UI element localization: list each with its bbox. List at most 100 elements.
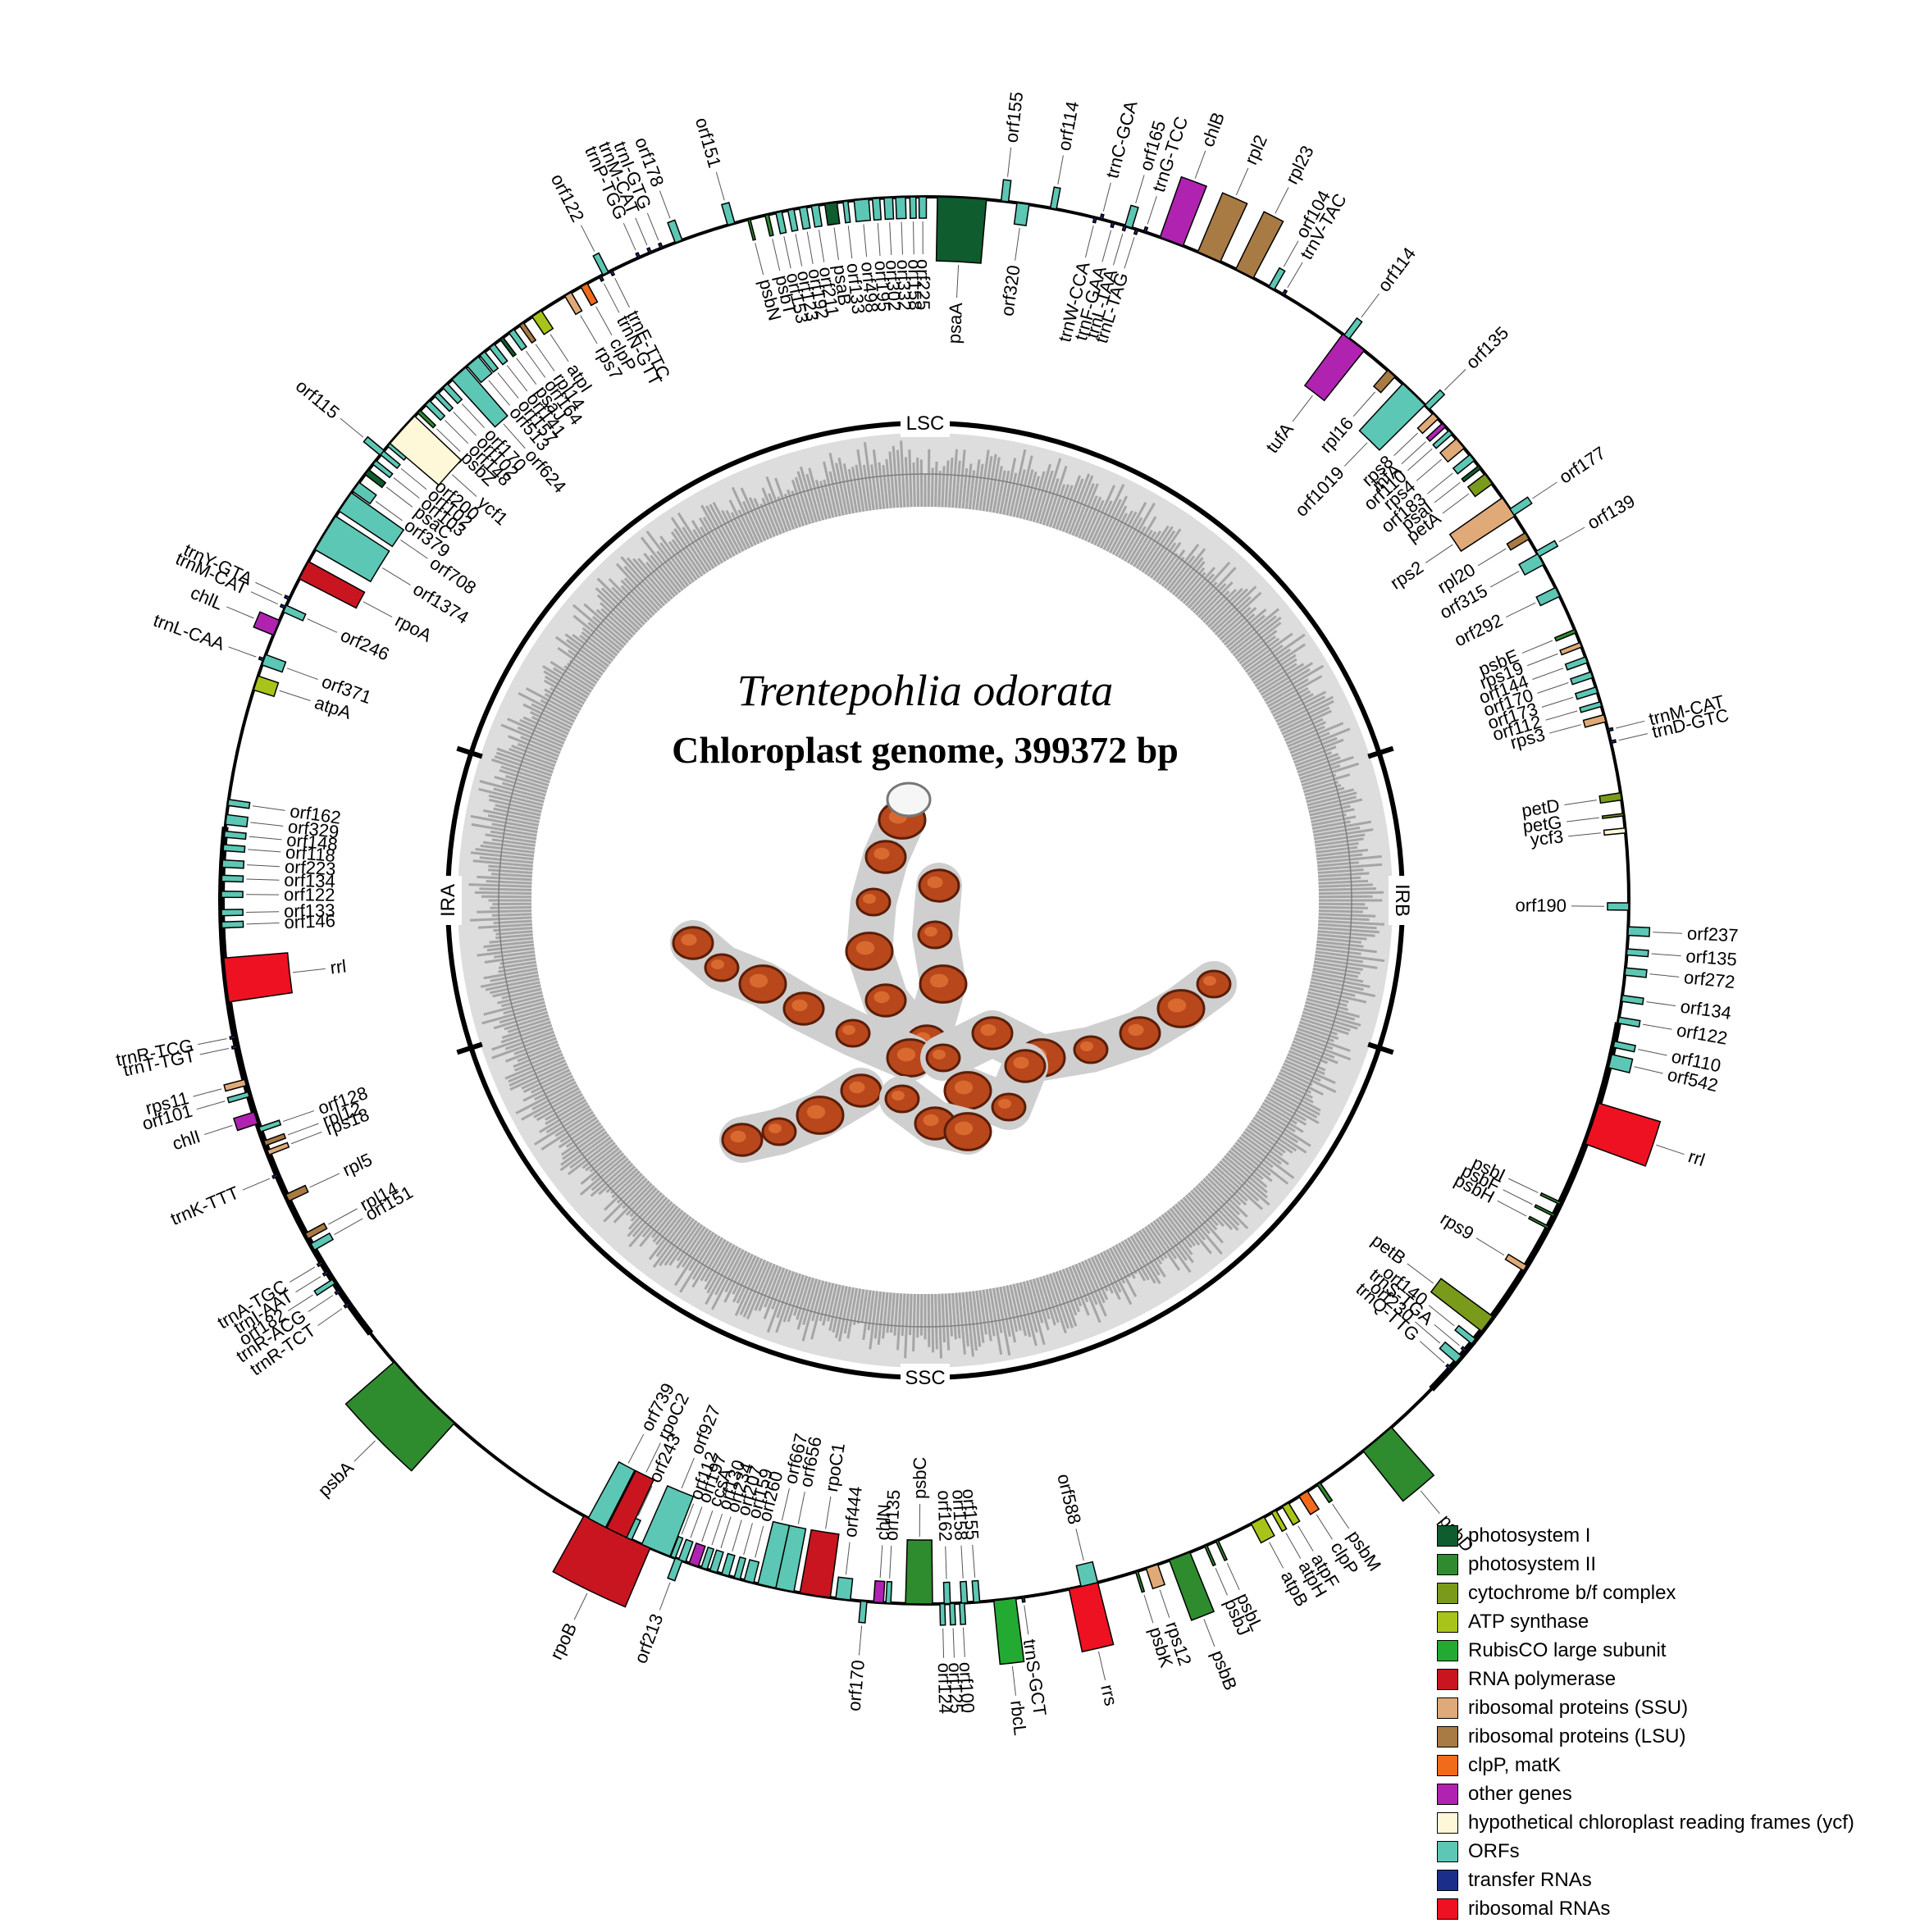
legend-label: ribosomal proteins (LSU) (1468, 1725, 1686, 1747)
gene-label: orf332 (893, 259, 915, 311)
gene-label: orf302 (882, 259, 905, 312)
gene-trnL-CAA: trnL-CAA (151, 610, 266, 662)
gene-orf118: orf118 (222, 841, 336, 866)
legend-item: ORFs (1437, 1837, 1920, 1866)
gene-label: orf1019 (1291, 462, 1348, 521)
gene-label: petG (1521, 812, 1562, 837)
gene-label: orf162 (934, 1490, 956, 1542)
gene-label: orf114 (1054, 99, 1083, 152)
legend-item: cytochrome b/f complex (1437, 1579, 1920, 1607)
legend-label: clpP, matK (1468, 1753, 1561, 1776)
gene-label: chlI (170, 1126, 203, 1154)
legend-item: photosystem I (1437, 1521, 1920, 1550)
gene-chlB: chlB (1159, 110, 1229, 247)
genome-size-title: Chloroplast genome, 399372 bp (672, 729, 1179, 771)
gene-label: orf190 (1515, 895, 1567, 916)
gene-label: orf927 (686, 1402, 725, 1457)
region-label-irb: IRB (1389, 876, 1416, 925)
gene-orf151: orf151 (310, 1182, 417, 1251)
gene-label: orf100 (955, 1661, 978, 1714)
gene-rrs: rrs (1068, 1581, 1121, 1708)
svg-text:IRA: IRA (437, 884, 459, 917)
gene-orf444: orf444 (835, 1485, 866, 1601)
gene-chlN: chlN (872, 1504, 895, 1604)
gene-orf135: orf135 (881, 1489, 904, 1604)
legend-item: ribosomal proteins (SSU) (1437, 1693, 1920, 1722)
gene-label: orf125 (945, 1662, 967, 1714)
gene-label: rbcL (1006, 1699, 1031, 1736)
gene-ycf3: ycf3 (1530, 826, 1626, 850)
legend-label: RNA polymerase (1468, 1667, 1617, 1690)
gene-orf498: orf498 (853, 198, 882, 313)
gene-label: rrl (329, 956, 347, 978)
legend-item: transfer RNAs (1437, 1866, 1920, 1894)
legend-item: ATP synthase (1437, 1607, 1920, 1636)
legend-swatch (1437, 1553, 1458, 1575)
gene-orf114: orf114 (1049, 99, 1083, 210)
legend-item: RNA polymerase (1437, 1665, 1920, 1693)
gene-psaA: psaA (935, 196, 987, 344)
gene-orf139: orf139 (1535, 490, 1639, 558)
legend-item: ribosomal RNAs (1437, 1894, 1920, 1923)
gene-label: chlB (1197, 110, 1229, 150)
legend-swatch (1437, 1524, 1458, 1547)
gene-label: orf139 (1584, 490, 1639, 533)
gene-label: orf118 (285, 841, 335, 865)
gene-rpoB: rpoB (545, 1515, 651, 1663)
gene-label: orf114 (1374, 244, 1420, 296)
gene-orf588: orf588 (1053, 1472, 1099, 1588)
legend-swatch (1437, 1725, 1458, 1747)
gene-label: orf444 (840, 1485, 866, 1538)
gene-label: rpl2 (1240, 132, 1271, 168)
gene-orf237: orf237 (1627, 923, 1739, 945)
gene-label: psbB (1207, 1647, 1241, 1693)
gene-orf155: orf155 (959, 1488, 983, 1603)
gene-label: orf151 (691, 115, 725, 170)
gene-rrl: rrl (223, 952, 347, 1003)
algae-micrograph (670, 781, 1237, 1163)
gene-orf272: orf272 (1624, 967, 1736, 992)
legend-label: cytochrome b/f complex (1468, 1581, 1676, 1604)
gene-orf135: orf135 (1626, 945, 1738, 970)
gene-label: rrl (1685, 1146, 1707, 1170)
gene-label: orf246 (337, 625, 392, 665)
gene-orf122: orf122 (1617, 1016, 1729, 1049)
gene-label: trnL-CAA (151, 610, 228, 655)
gene-orf148: orf148 (223, 829, 339, 854)
legend-label: ATP synthase (1468, 1610, 1589, 1633)
gene-label: orf320 (996, 264, 1024, 317)
gene-chlL: chlL (188, 582, 280, 636)
gene-label: orf158 (948, 1489, 971, 1542)
gene-label: psbA (314, 1457, 358, 1501)
gene-orf124: orf124 (934, 1602, 955, 1714)
gene-orf195: orf195 (870, 197, 895, 312)
gene-orf246: orf246 (282, 604, 393, 665)
gene-orf223: orf223 (221, 856, 336, 879)
gene-petG: petG (1521, 812, 1625, 837)
gene-label: orf177 (1555, 442, 1609, 487)
gene-psbA: psbA (314, 1360, 455, 1501)
legend-swatch (1437, 1898, 1458, 1920)
gene-label: ycf3 (1530, 826, 1565, 850)
gene-label: orf292 (1451, 610, 1506, 651)
gene-label: rpoC1 (821, 1442, 849, 1493)
legend-label: transfer RNAs (1468, 1868, 1592, 1891)
gene-label: rrs (1097, 1683, 1121, 1708)
gene-label: orf223 (284, 856, 336, 879)
gene-orf146: orf146 (221, 910, 335, 932)
gene-label: orf272 (1683, 967, 1736, 992)
gene-orf170: orf170 (844, 1600, 869, 1712)
gene-orf190: orf190 (1515, 895, 1630, 916)
svg-text:IRB: IRB (1391, 884, 1413, 917)
svg-text:SSC: SSC (905, 1367, 945, 1389)
gene-label: orf213 (630, 1611, 667, 1666)
gene-orf134: orf134 (1621, 994, 1733, 1023)
gene-label: orf170 (844, 1659, 869, 1711)
legend-label: photosystem II (1468, 1552, 1597, 1575)
legend-item: hypothetical chloroplast reading frames … (1437, 1808, 1920, 1837)
gene-rps12: rps12 (1145, 1563, 1196, 1668)
gene-orf122: orf122 (221, 884, 335, 905)
